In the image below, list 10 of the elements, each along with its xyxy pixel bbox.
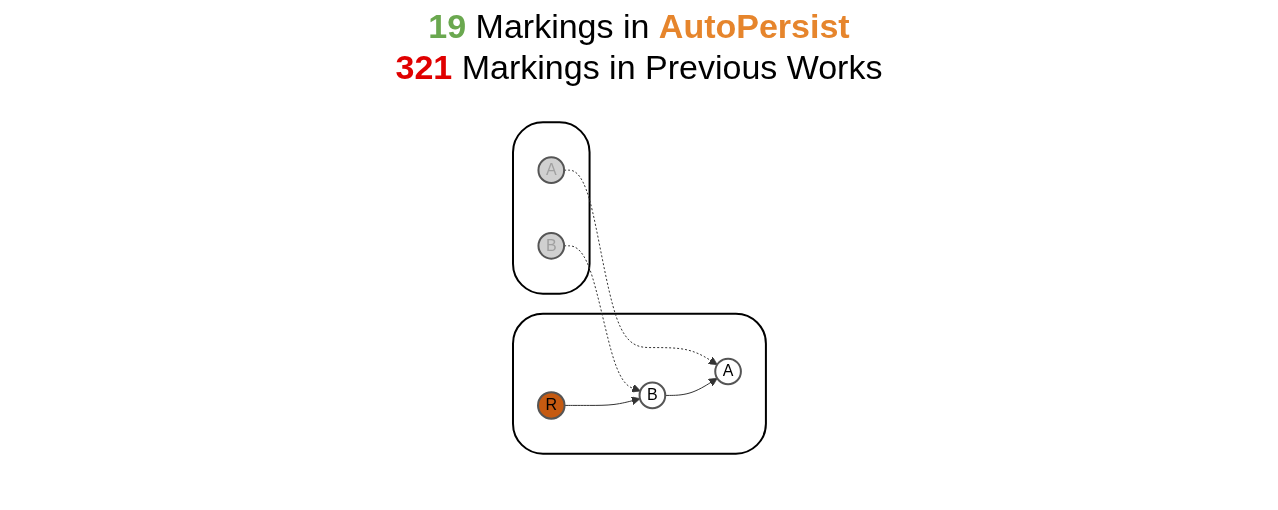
- heading-text: 321 Markings in Previous Works: [394, 46, 884, 88]
- node-circle: B: [638, 381, 666, 409]
- arrow: [563, 244, 641, 392]
- cluster: [511, 120, 591, 295]
- heading-text: 19 Markings in AutoPersist: [427, 6, 851, 47]
- cluster: [511, 312, 767, 455]
- node-circle: R: [536, 390, 566, 420]
- node-circle: A: [713, 357, 742, 385]
- arrow: [664, 377, 718, 396]
- arrow: [563, 169, 718, 365]
